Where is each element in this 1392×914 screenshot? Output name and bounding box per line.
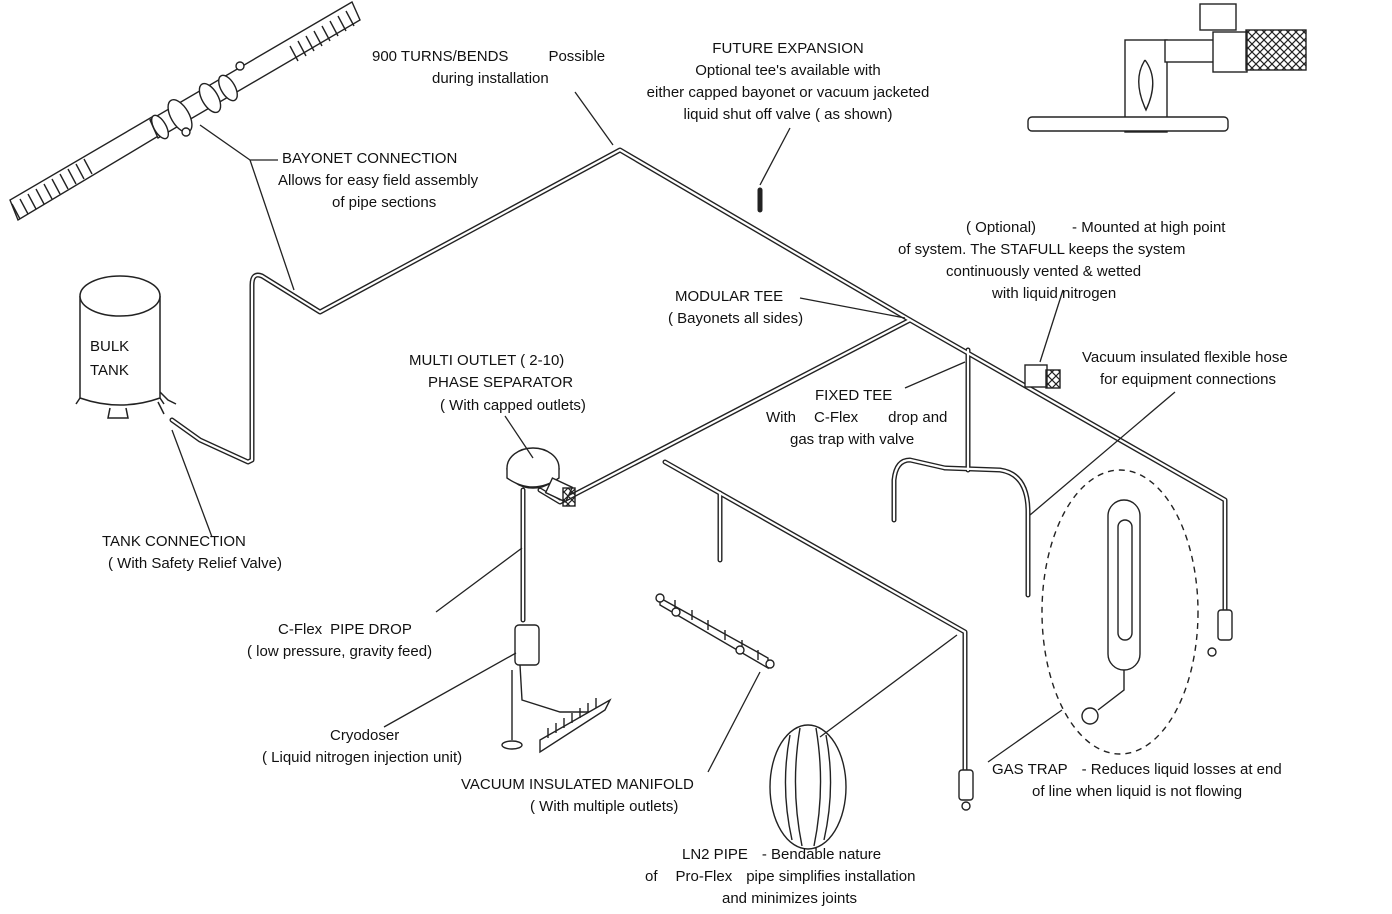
pipe-drop-cflex: C-Flex [278,621,323,638]
turns-heading: 900 TURNS/BENDS [372,48,509,65]
bayonet-pipe-assembly [9,1,361,222]
gas-trap-line1: GAS TRAP - Reduces liquid losses at end [992,759,1282,781]
bayonet-connection-line2: Allows for easy field assembly [278,172,479,189]
gas-trap-note: - Reduces liquid losses at end [1081,761,1282,778]
fixed-tee-line3: gas trap with valve [790,431,915,448]
valve-detail-inset [1027,3,1307,133]
fixed-tee-line2: With C-Flex drop and [766,407,947,429]
cryodoser-unit [501,624,612,754]
pointer-lines [171,91,1176,773]
pipe-drop-line2: ( low pressure, gravity feed) [247,643,433,660]
future-expansion-line3: either capped bayonet or vacuum jacketed [646,84,930,101]
tank-connection-title: TANK CONNECTION [102,533,246,550]
ln2-of: of [645,868,658,885]
gas-trap-detail [1041,469,1199,755]
pipe-drop-title: PIPE DROP [330,621,412,638]
future-expansion-line2: Optional tee's available with [695,62,881,79]
optional-line1: ( Optional) - Mounted at high point [966,217,1225,239]
ln2-line3: and minimizes joints [722,890,858,907]
phase-separator [506,447,576,507]
gas-trap-title: GAS TRAP [992,761,1068,778]
modular-tee-title: MODULAR TEE [675,288,784,305]
optional-line4: with liquid nitrogen [992,285,1117,302]
tank-connection-line2: ( With Safety Relief Valve) [108,555,282,572]
optional-line2: of system. The STAFULL keeps the system [898,241,1186,258]
corrugated-pipe-left [11,158,93,220]
turns-note: Possible [548,48,606,65]
manifold-line2: ( With multiple outlets) [530,798,679,815]
modular-tee-line2: ( Bayonets all sides) [668,310,804,327]
hose-line1: Vacuum insulated flexible hose [1082,349,1288,366]
phase-separator-line2: PHASE SEPARATOR [428,374,574,391]
turns-label-line1: 900 TURNS/BENDS Possible [372,46,605,68]
hose-line2: for equipment connections [1100,371,1276,388]
ln2-line2: of Pro-Flex pipe simplifies installation [645,866,915,888]
ln2-simplifies: pipe simplifies installation [746,868,916,885]
gas-trap-line2: of line when liquid is not flowing [1032,783,1243,800]
optional-line3: continuously vented & wetted [946,263,1142,280]
future-expansion-title: FUTURE EXPANSION [712,40,864,57]
bulk-tank-label-1: BULK [90,338,129,355]
ln2-note: - Bendable nature [761,846,882,863]
cryodoser-title: Cryodoser [330,727,400,744]
ln2-title: LN2 PIPE [682,846,748,863]
cryodoser-line2: ( Liquid nitrogen injection unit) [262,749,463,766]
ln2-pipe-section [769,724,847,850]
optional-title: ( Optional) [966,219,1037,236]
end-gas-trap [958,769,974,811]
ln2-proflex: Pro-Flex [675,868,733,885]
flex-hose-end [1207,609,1233,657]
phase-separator-line3: ( With capped outlets) [440,397,586,414]
bulk-tank-label-2: TANK [90,362,129,379]
pipe-drop-line1: C-Flex PIPE DROP [278,619,412,641]
bayonet-connection-line3: of pipe sections [332,194,437,211]
manifold-title: VACUUM INSULATED MANIFOLD [461,776,694,793]
fixed-tee-drop: drop and [888,409,948,426]
optional-note: - Mounted at high point [1072,219,1226,236]
future-expansion-line4: liquid shut off valve ( as shown) [683,106,893,123]
turns-label-line2: during installation [432,70,549,87]
corrugated-pipe-right [289,10,355,62]
phase-separator-line1: MULTI OUTLET ( 2-10) [409,352,565,369]
main-pipe-inner [170,148,1227,792]
fixed-tee-cflex: C-Flex [814,409,859,426]
bayonet-connection-title: BAYONET CONNECTION [282,150,458,167]
ln2-line1: LN2 PIPE - Bendable nature [682,844,881,866]
fixed-tee-title: FIXED TEE [815,387,893,404]
fixed-tee-with: With [766,409,796,426]
stafull-vent-device [1024,364,1061,389]
vacuum-manifold [655,593,775,670]
bulk-tank [75,275,177,419]
